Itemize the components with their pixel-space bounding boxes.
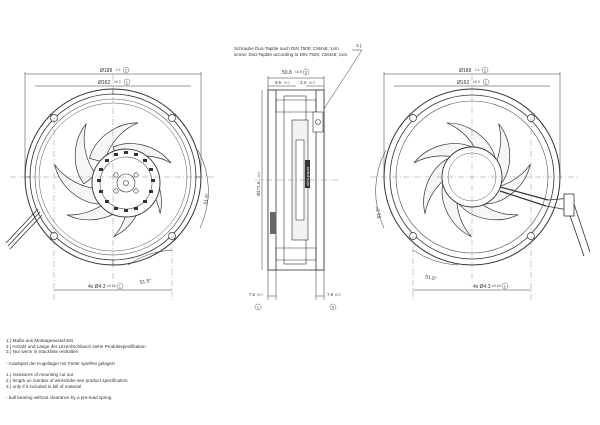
rear-dim-outer-tol: 1.1	[475, 68, 480, 72]
side-flange-right-tol: ±0.3	[335, 293, 341, 297]
front-cable	[5, 208, 43, 250]
rear-dim-outer-ref: 2	[484, 68, 487, 73]
front-hole-tol: ±0.15	[107, 284, 116, 288]
rear-angle-bottom: 51.5°	[425, 274, 438, 282]
front-hole-badge	[116, 282, 124, 290]
front-hub-center	[113, 172, 139, 194]
note-de-2: 2.) Anzahl und Länge der Litzen/Schlauch…	[6, 343, 146, 349]
side-offset-right: 3.3	[300, 80, 307, 85]
rear-view: Ø188 1.1 2 Ø162 ±0.3 1 51.5° 51.5° 4x Ø4…	[370, 66, 591, 300]
side-offset-right-tol: ±0.3	[309, 81, 315, 85]
side-flange-left-tol: ±0.3	[257, 293, 263, 297]
rear-angle-left: 51.5°	[375, 206, 383, 219]
front-dim-pitch: Ø162	[98, 80, 110, 86]
side-ref-left: 1	[257, 305, 260, 310]
side-ref-right-badge	[329, 303, 337, 311]
side-ref-left-badge	[254, 303, 262, 311]
front-angle-bottom: 51.5°	[139, 278, 152, 286]
note-en-2: 2.) length an number of wires/tube see p…	[6, 377, 128, 383]
front-dim-outer-tol: 1.1	[116, 68, 121, 72]
front-hub-vents	[97, 151, 155, 212]
rear-dim-pitch-ref: 1	[485, 80, 488, 85]
screw-note-de: Schraube Duo-Taptite nach DIN 7500; CM4x…	[234, 46, 339, 51]
note-de-3: 3.) Nur wenn in Stückliste enthalten	[6, 349, 79, 355]
notes-block: 1.) Maße aus Montageausschnitt 2.) Anzah…	[6, 338, 306, 407]
side-offset-left-tol: ±0.3	[284, 81, 290, 85]
front-dim-outer-badge	[122, 66, 130, 74]
side-brand-text: ebm-papst	[305, 166, 310, 186]
side-brand: ebm-papst	[305, 160, 310, 188]
rear-hole-label: 4x Ø4.3	[473, 284, 491, 290]
front-dim-pitch-tol: ±0.3	[114, 80, 121, 84]
front-angle-right: 51.5°	[203, 193, 211, 206]
front-centerlines	[10, 75, 216, 300]
screw-note-ref: 3.)	[356, 43, 362, 48]
rear-dim-outer: Ø188	[459, 68, 471, 74]
side-flange-left: 7.6	[249, 292, 256, 297]
front-view: Ø188 1.1 2 Ø162 ±0.3 1 51.5° 51.5° 4x Ø4…	[5, 66, 216, 300]
side-dim-lines	[261, 76, 325, 300]
front-dim-lines	[24, 72, 209, 291]
notes-de: 1.) Maße aus Montageausschnitt 2.) Anzah…	[6, 338, 306, 355]
note-en-3: 3.) only if it included in bill of mater…	[6, 383, 82, 389]
screw-leader	[321, 49, 363, 113]
rear-dim-pitch: Ø162	[457, 80, 469, 86]
side-view: Schraube Duo-Taptite nach DIN 7500; CM4x…	[234, 43, 363, 311]
rear-hole-badge	[501, 282, 509, 290]
front-dim-pitch-ref: 1	[126, 80, 129, 85]
front-dim-outer-ref: 2	[125, 68, 128, 73]
rear-dim-lines	[375, 72, 561, 291]
screw-note-en: screw: Duo-Taptite according to DIN 7500…	[234, 52, 348, 57]
note-en-1: 1.) measures of mounting cut out	[6, 372, 74, 378]
side-height: Ø171.5	[256, 181, 261, 196]
rear-dim-pitch-badge	[482, 78, 490, 86]
side-depth-badge	[302, 68, 310, 76]
side-depth-ref: 3	[305, 70, 308, 75]
rear-dim-outer-badge	[481, 66, 489, 74]
note-de-extra: - Axialspiel der Kugellager mit Feder sp…	[6, 360, 115, 366]
front-hole-ref: 1	[119, 284, 122, 289]
side-flange-right: 7.6	[327, 292, 334, 297]
notes-de-extra: - Axialspiel der Kugellager mit Feder sp…	[6, 361, 306, 367]
front-dim-outer: Ø188	[100, 68, 112, 74]
notes-en-extra: - ball bearing without clearance by a pr…	[6, 395, 306, 401]
rear-hole-ref: 1	[504, 284, 507, 289]
front-dim-pitch-badge	[123, 78, 131, 86]
rear-dim-pitch-tol: ±0.3	[473, 80, 480, 84]
side-offset-left: 9.5	[275, 80, 282, 85]
rear-hole-tol: ±0.15	[492, 284, 501, 288]
side-depth-tol: ±0.5	[295, 70, 302, 74]
technical-drawing: Ø188 1.1 2 Ø162 ±0.3 1 51.5° 51.5° 4x Ø4…	[5, 43, 591, 311]
rear-struts	[499, 186, 549, 207]
side-depth: 50.8	[282, 70, 292, 76]
notes-en: 1.) measures of mounting cut out 2.) len…	[6, 372, 306, 389]
rear-centerlines	[370, 75, 578, 300]
side-connector	[312, 111, 324, 133]
front-hole-label: 4x Ø4.3	[88, 284, 106, 290]
note-de-1: 1.) Maße aus Montageausschnitt	[6, 338, 73, 343]
note-en-extra: - ball bearing without clearance by a pr…	[6, 395, 112, 401]
side-label-plate	[270, 212, 276, 234]
side-ref-right: 5	[332, 305, 335, 310]
side-height-tol: ±0.5	[257, 172, 261, 178]
rear-cable	[545, 193, 591, 257]
